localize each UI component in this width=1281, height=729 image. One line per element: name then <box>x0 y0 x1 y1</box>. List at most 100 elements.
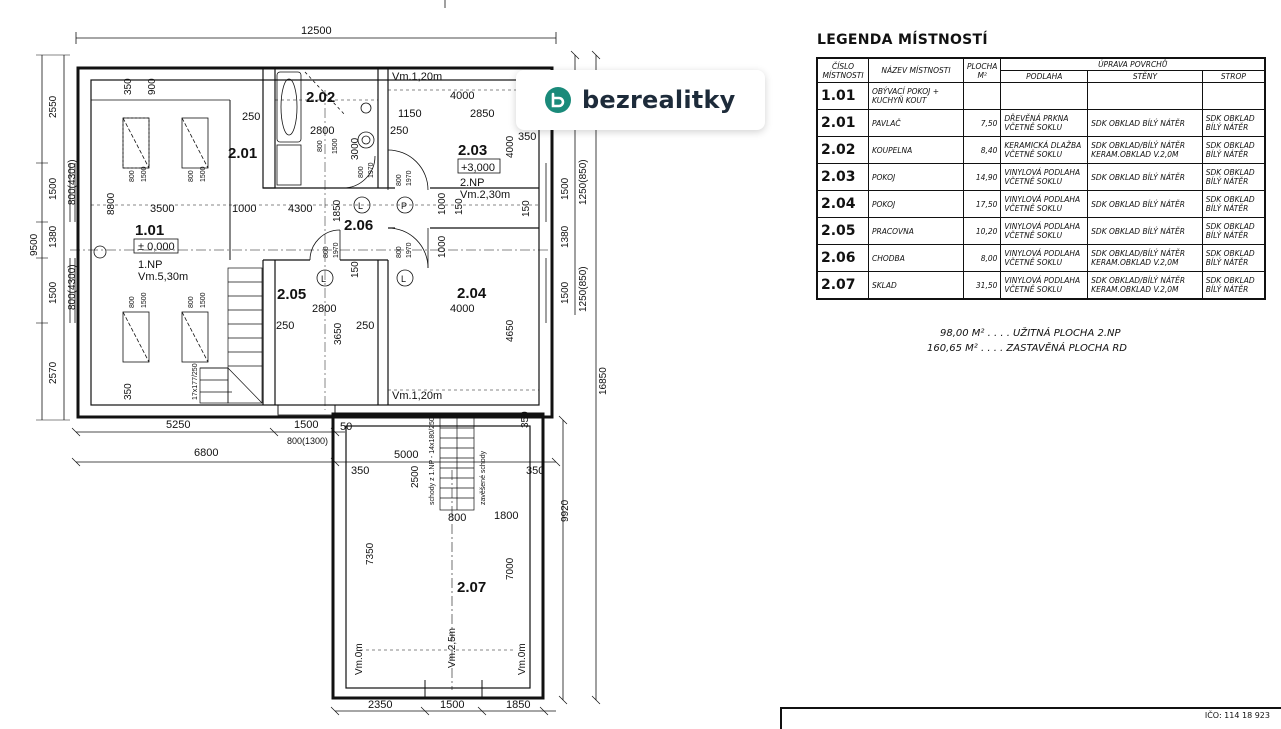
dim-left-9500: 9500 <box>29 233 40 256</box>
row-floor <box>1000 82 1089 110</box>
row-floor: VINYLOVÁ PODLAHA VČETNĚ SOKLU <box>1000 271 1089 300</box>
door-label-4: 1970 <box>368 162 375 178</box>
row-ceiling: SDK OBKLAD BÍLÝ NÁTĚR <box>1201 163 1266 191</box>
dim-c350c: 350 <box>520 411 531 428</box>
dim-150c: 150 <box>350 261 361 278</box>
dim-1150: 1150 <box>398 108 422 120</box>
dim-350a: 350 <box>123 78 134 95</box>
col-plocha: PLOCHA M² <box>962 57 1002 83</box>
row-ceiling: SDK OBKLAD BÍLÝ NÁTĚR <box>1201 244 1266 272</box>
row-number: 1.01 <box>816 82 869 110</box>
dim-c1850: 1850 <box>506 699 530 711</box>
dim-250a: 250 <box>242 111 260 123</box>
row-floor: VINYLOVÁ PODLAHA VČETNĚ SOKLU <box>1000 163 1089 191</box>
col-podlaha: PODLAHA <box>1000 70 1089 83</box>
dim-c5000: 5000 <box>394 449 418 461</box>
table-row: 1.01 OBÝVACÍ POKOJ + KUCHYŇ KOUT <box>816 82 1266 110</box>
row-name: CHODBA <box>868 244 964 272</box>
room-101-height: Vm.5,30m <box>138 271 188 283</box>
room-202-number: 2.02 <box>306 89 335 106</box>
room-205-number: 2.05 <box>277 286 306 303</box>
dim-1000a: 1000 <box>232 203 256 215</box>
row-walls: SDK OBKLAD BÍLÝ NÁTĚR <box>1087 190 1203 218</box>
row-number: 2.07 <box>816 271 869 300</box>
dim-c7350: 7350 <box>365 542 376 565</box>
door-label-5: 800 <box>396 174 403 186</box>
window-label-5: 800 <box>129 296 136 308</box>
dim-3650: 3650 <box>333 322 344 345</box>
table-row: 2.01 PAVLAČ 7,50 DŘEVĚNÁ PRKNA VČETNĚ SO… <box>816 109 1266 137</box>
window-label-6: 1500 <box>141 292 148 308</box>
stair-note: 17x177/250 <box>192 363 199 400</box>
company-id: IČO: 114 18 923 <box>1204 711 1270 720</box>
window-label-1: 800 <box>129 170 136 182</box>
legend-title: LEGENDA MÍSTNOSTÍ <box>817 32 988 48</box>
room-203-level: +3,000 <box>461 162 495 174</box>
row-ceiling <box>1201 82 1266 110</box>
row-name: POKOJ <box>868 163 964 191</box>
room-203-height: Vm.2,30m <box>460 189 510 201</box>
col-strop: STROP <box>1201 70 1266 83</box>
dim-3500: 3500 <box>150 203 174 215</box>
row-number: 2.03 <box>816 163 869 191</box>
summary-usable-area: 98,00 M² . . . . UŽITNÁ PLOCHA 2.NP <box>940 328 1121 339</box>
row-number: 2.02 <box>816 136 869 164</box>
dim-8800: 8800 <box>106 192 117 215</box>
row-ceiling: SDK OBKLAD BÍLÝ NÁTĚR <box>1201 190 1266 218</box>
row-name: POKOJ <box>868 190 964 218</box>
attic-stair-note: zavěšené schody <box>480 450 487 505</box>
dim-left-1500b: 1500 <box>48 281 59 304</box>
dim-350b: 350 <box>123 383 134 400</box>
row-walls: SDK OBKLAD BÍLÝ NÁTĚR <box>1087 217 1203 245</box>
dim-c7000: 7000 <box>505 557 516 580</box>
room-101-floor: 1.NP <box>138 259 162 271</box>
door-label-8: 1970 <box>333 242 340 258</box>
row-floor: VINYLOVÁ PODLAHA VČETNĚ SOKLU <box>1000 244 1089 272</box>
row-ceiling: SDK OBKLAD BÍLÝ NÁTĚR <box>1201 271 1266 300</box>
window-label-7: 800 <box>188 296 195 308</box>
door-label-7: 800 <box>323 246 330 258</box>
row-walls: SDK OBKLAD/BÍLÝ NÁTĚR KERAM.OBKLAD V.2,0… <box>1087 136 1203 164</box>
row-name: PRACOVNA <box>868 217 964 245</box>
dim-350c: 350 <box>518 131 536 143</box>
dim-c350a: 350 <box>351 465 369 477</box>
dim-right-1500b: 1500 <box>560 281 571 304</box>
dim-right-16850: 16850 <box>598 367 609 395</box>
dim-c2350: 2350 <box>368 699 392 711</box>
dim-right-1250-850b: 1250(850) <box>578 266 589 312</box>
clear-height-207-left: Vm.0m <box>354 643 365 675</box>
table-row: 2.03 POKOJ 14,90 VINYLOVÁ PODLAHA VČETNĚ… <box>816 163 1266 191</box>
window-label-3: 800 <box>188 170 195 182</box>
dim-250d: 250 <box>356 320 374 332</box>
dim-right-1500a: 1500 <box>560 177 571 200</box>
room-203-floor: 2.NP <box>460 177 484 189</box>
row-name: SKLAD <box>868 271 964 300</box>
dim-1000b: 1000 <box>437 192 448 215</box>
dim-right-1380: 1380 <box>560 225 571 248</box>
brand-pin-icon <box>545 87 571 113</box>
row-number: 2.06 <box>816 244 869 272</box>
door-mark-l-1: L <box>358 201 363 211</box>
table-row: 2.07 SKLAD 31,50 VINYLOVÁ PODLAHA VČETNĚ… <box>816 271 1266 300</box>
window-label-2: 1500 <box>141 166 148 182</box>
stair-lower-note: schody z 1.NP - 14x180/250 <box>429 417 436 505</box>
row-area <box>962 82 1002 110</box>
door-label-6: 1970 <box>406 170 413 186</box>
dim-b5250: 5250 <box>166 419 190 431</box>
row-ceiling: SDK OBKLAD BÍLÝ NÁTĚR <box>1201 136 1266 164</box>
room-207-number: 2.07 <box>457 579 486 596</box>
row-ceiling: SDK OBKLAD BÍLÝ NÁTĚR <box>1201 217 1266 245</box>
row-name: PAVLAČ <box>868 109 964 137</box>
door-label-2: 1500 <box>332 138 339 154</box>
room-101-level: ± 0,000 <box>138 241 175 253</box>
dim-top-total: 12500 <box>301 25 332 37</box>
summary-built-area: 160,65 M² . . . . ZASTAVĚNÁ PLOCHA RD <box>927 343 1127 354</box>
dim-left-1500a: 1500 <box>48 177 59 200</box>
row-area: 8,00 <box>962 244 1002 272</box>
dim-4000a: 4000 <box>450 90 474 102</box>
dim-c1800: 1800 <box>494 510 518 522</box>
dim-250b: 250 <box>390 125 408 137</box>
door-label-9: 800 <box>396 246 403 258</box>
dim-900: 900 <box>147 78 158 95</box>
table-row: 2.02 KOUPELNA 8,40 KERAMICKÁ DLAŽBA VČET… <box>816 136 1266 164</box>
